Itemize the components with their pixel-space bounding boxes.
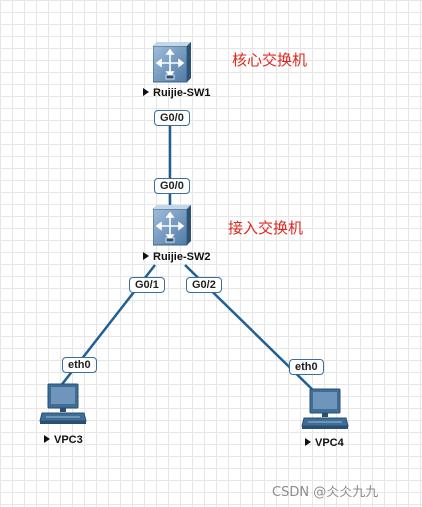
- switch-icon: [152, 205, 191, 246]
- device-name-vpc3: VPC3: [44, 434, 83, 447]
- device-name-vpc4-text: VPC4: [315, 437, 344, 449]
- port-label-sw1-g00[interactable]: G0/0: [154, 110, 190, 126]
- port-label-vpc4-eth0[interactable]: eth0: [289, 359, 324, 375]
- note-core-switch: 核心交换机: [232, 51, 308, 69]
- pc-vpc3[interactable]: [36, 383, 88, 425]
- pc-icon: [301, 388, 349, 429]
- device-name-sw1-text: Ruijie-SW1: [153, 87, 211, 99]
- port-label-sw2-g00[interactable]: G0/0: [154, 178, 190, 194]
- expand-arrow-icon[interactable]: [143, 252, 149, 261]
- port-label-vpc3-eth0[interactable]: eth0: [62, 357, 97, 373]
- expand-arrow-icon[interactable]: [143, 88, 149, 97]
- device-name-sw2-text: Ruijie-SW2: [153, 251, 211, 263]
- device-name-sw2: Ruijie-SW2: [143, 251, 210, 264]
- switch-sw1[interactable]: [152, 40, 193, 84]
- switch-icon: [152, 42, 191, 83]
- device-name-vpc4: VPC4: [305, 437, 344, 450]
- device-name-vpc3-text: VPC3: [54, 434, 83, 446]
- pc-vpc4[interactable]: [298, 388, 350, 430]
- note-access-switch: 接入交换机: [228, 219, 304, 237]
- expand-arrow-icon[interactable]: [305, 438, 311, 447]
- expand-arrow-icon[interactable]: [44, 435, 50, 444]
- device-name-sw1: Ruijie-SW1: [143, 87, 210, 100]
- pc-icon: [39, 383, 87, 424]
- watermark: CSDN @仌仌九九: [272, 485, 379, 500]
- port-label-sw2-g01[interactable]: G0/1: [129, 277, 165, 293]
- switch-sw2[interactable]: [152, 203, 193, 247]
- port-label-sw2-g02[interactable]: G0/2: [186, 277, 222, 293]
